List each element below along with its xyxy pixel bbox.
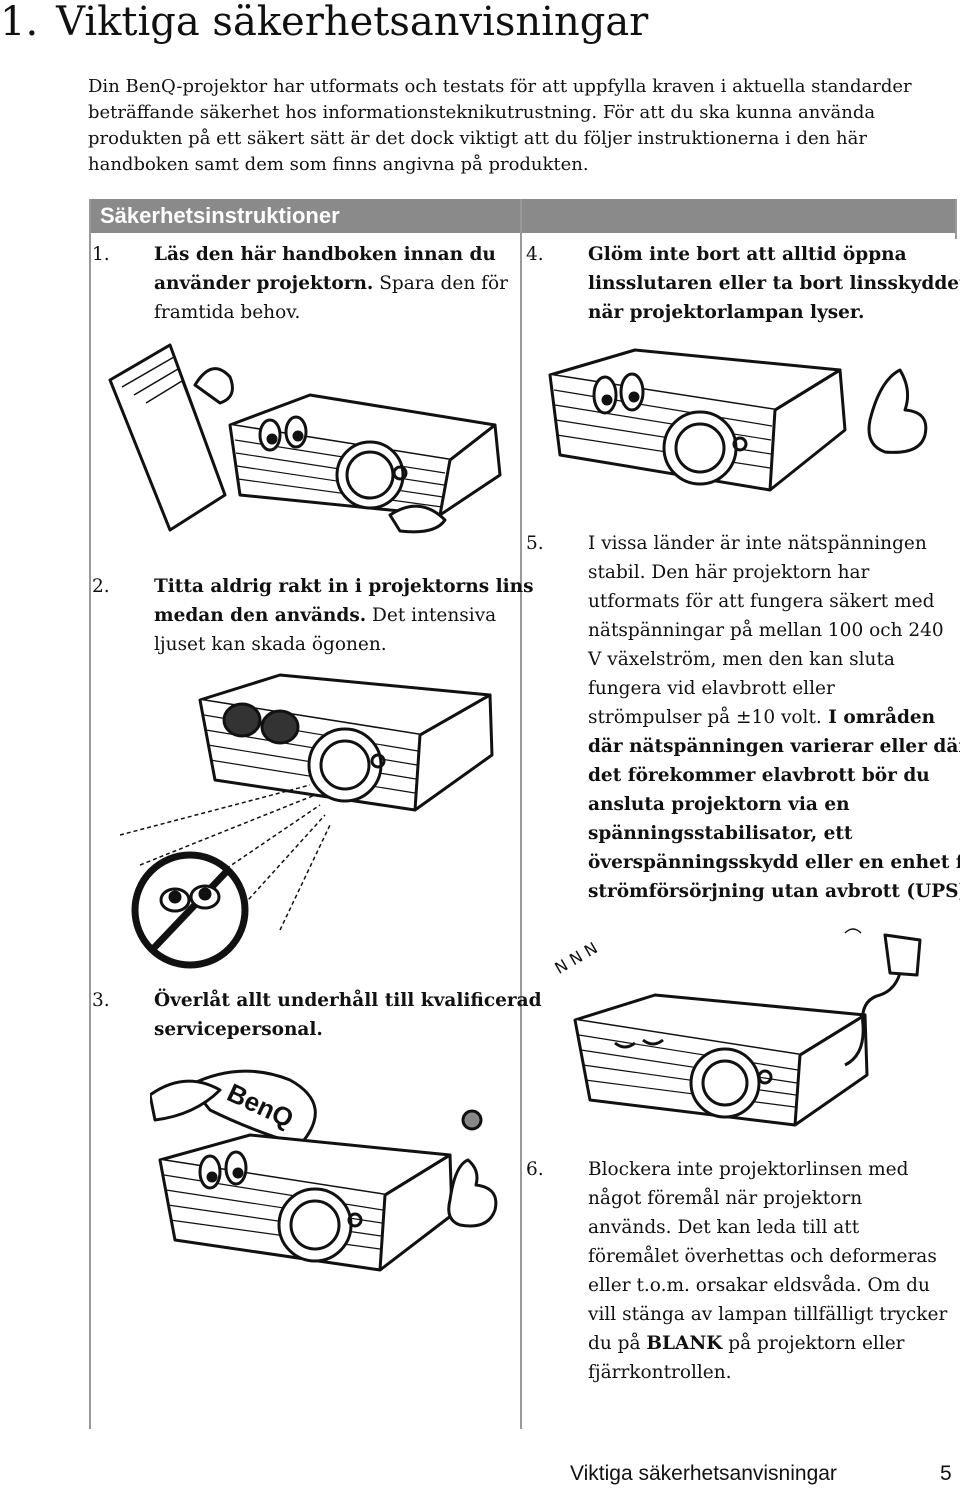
- manual-book-icon: [108, 343, 227, 532]
- hand-icon: [193, 367, 234, 405]
- item-text-bold: strömförsörjning utan avbrott (UPS).: [588, 881, 960, 902]
- item-number: 5.: [526, 533, 544, 554]
- item-text: vill stänga av lampan tillfälligt trycke…: [588, 1304, 948, 1325]
- section-title: Säkerhetsinstruktioner: [100, 203, 340, 228]
- item-text: på projektorn eller: [722, 1333, 905, 1354]
- light-bulb-icon: [461, 1109, 483, 1131]
- left-rule: [89, 199, 91, 1429]
- thumbs-up-icon: [447, 1158, 498, 1228]
- item-text: Det intensiva: [366, 605, 497, 626]
- intro-line: beträffande säkerhet hos informationstek…: [88, 102, 876, 123]
- page-heading: 1. Viktiga säkerhetsanvisningar: [0, 0, 648, 44]
- item-text: nätspänningar på mellan 100 och 240: [588, 620, 944, 641]
- projector-icon: [228, 393, 502, 517]
- item-text: Den här projektorn har: [645, 562, 870, 583]
- hand-icon: [388, 504, 447, 534]
- footer-title: Viktiga säkerhetsanvisningar: [570, 1462, 837, 1485]
- intro-line: handboken samt dem som finns angivna på …: [88, 154, 589, 175]
- item-text-bold: där nätspänningen varierar eller där: [588, 736, 960, 757]
- intro-line: produkten på ett säkert sätt är det dock…: [88, 128, 867, 149]
- item-text-bold: överspänningsskydd eller en enhet för: [588, 852, 960, 873]
- page-number: 5: [940, 1462, 952, 1485]
- projector-sunglasses-illustration: [120, 673, 494, 969]
- thumbs-up-icon: [867, 368, 928, 454]
- center-rule: [520, 199, 522, 1429]
- section-bar: [90, 199, 956, 233]
- item-text-bold: I områden: [821, 707, 936, 728]
- item-text: framtida behov.: [154, 302, 301, 323]
- projector-icon: [573, 993, 869, 1127]
- item-text: fungera vid elavbrott eller: [588, 678, 835, 699]
- item-text-bold: använder projektorn.: [154, 273, 374, 294]
- item-number: 4.: [526, 244, 544, 265]
- item-number: 6.: [526, 1159, 544, 1180]
- projector-icon: [198, 673, 494, 812]
- item-text: utformats för att fungera säkert med: [588, 591, 935, 612]
- projector-icon: [548, 348, 847, 492]
- item-text: stabil.: [588, 562, 646, 583]
- heading-title: Viktiga säkerhetsanvisningar: [56, 0, 649, 45]
- projector-icon: [158, 1133, 454, 1272]
- item-number: 3.: [92, 990, 110, 1011]
- intro-line: Din BenQ-projektor har utformats och tes…: [88, 76, 912, 97]
- item-number: 2.: [92, 576, 110, 597]
- item-text: I vissa länder är inte nätspänningen: [588, 533, 927, 554]
- item-text: Överlåt allt underhåll till kvalificerad: [154, 990, 542, 1011]
- item-text: när projektorlampan lyser.: [588, 302, 865, 323]
- benq-cap-icon: BenQ: [150, 1069, 317, 1147]
- item-text-bold: BLANK: [646, 1333, 723, 1354]
- item-text: strömpulser på ±10 volt.: [588, 707, 822, 728]
- item-text: linsslutaren eller ta bort linsskyddet: [588, 273, 960, 294]
- right-rule: [955, 199, 957, 239]
- prohibited-sign-icon: [131, 851, 249, 969]
- snore-text: N N N: [551, 938, 600, 977]
- intro-paragraph: Din BenQ-projektor har utformats och tes…: [88, 74, 948, 178]
- item-text: Spara den för: [373, 273, 508, 294]
- item-text: något föremål när projektorn: [588, 1188, 863, 1209]
- item-text-bold: spänningsstabilisator, ett: [588, 823, 853, 844]
- item-text: Glöm inte bort att alltid öppna: [588, 244, 907, 265]
- item-text: fjärrkontrollen.: [588, 1362, 732, 1383]
- projector-thumbs-up-illustration: [548, 348, 928, 492]
- item-text-bold: det förekommer elavbrott bör du: [588, 765, 930, 786]
- light-bulb-icon: [844, 928, 862, 934]
- heading-number: 1.: [0, 0, 39, 45]
- item-text-bold: ansluta projektorn via en: [588, 794, 850, 815]
- item-number: 1.: [92, 244, 110, 265]
- sunglasses-icon: [222, 702, 300, 745]
- item-text: Läs den här handboken innan du: [154, 244, 496, 265]
- item-text: Blockera inte projektorlinsen med: [588, 1159, 909, 1180]
- power-adapter-icon: [844, 933, 922, 1067]
- item-text: används. Det kan leda till att: [588, 1217, 860, 1238]
- item-text: föremålet överhettas och deformeras: [588, 1246, 937, 1267]
- projector-service-illustration: BenQ: [150, 1069, 498, 1272]
- item-text-bold: medan den används.: [154, 605, 367, 626]
- projector-reading-illustration: [108, 343, 502, 534]
- item-text: Titta aldrig rakt in i projektorns lins: [154, 576, 534, 597]
- item-text: V växelström, men den kan sluta: [588, 649, 895, 670]
- item-text: du på: [588, 1333, 647, 1354]
- item-text: eller t.o.m. orsakar eldsvåda. Om du: [588, 1275, 930, 1296]
- projector-power-illustration: N N N: [551, 928, 922, 1127]
- item-text: ljuset kan skada ögonen.: [154, 634, 387, 655]
- item-text: servicepersonal.: [154, 1019, 323, 1040]
